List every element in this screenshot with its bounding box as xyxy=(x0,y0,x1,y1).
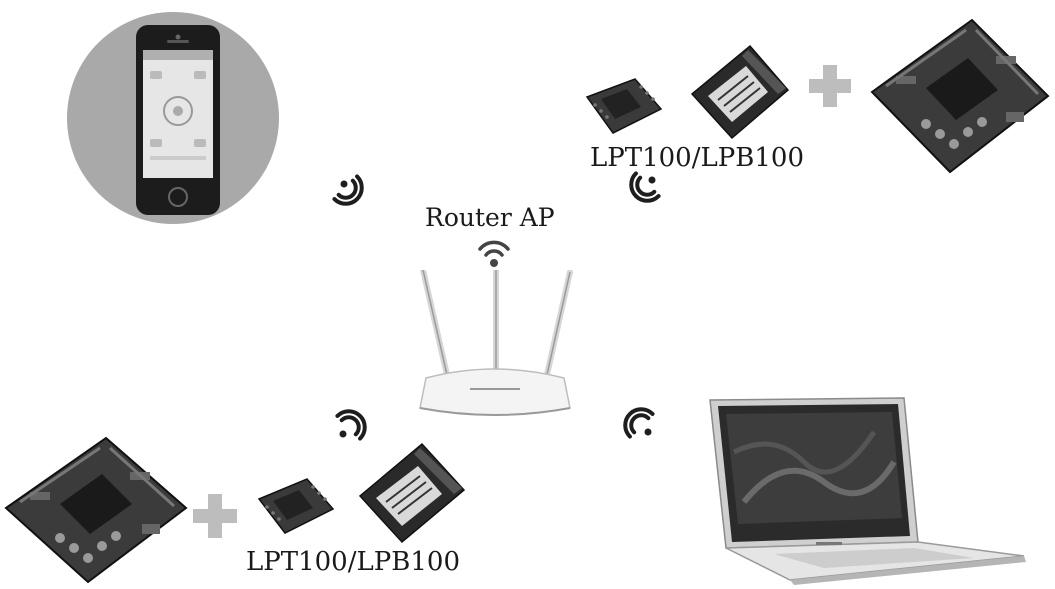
plus-icon xyxy=(193,494,237,538)
router-label: Router AP xyxy=(425,203,555,232)
plus-icon xyxy=(809,65,851,107)
wifi-signal-icon xyxy=(335,409,367,441)
wifi-module-lpt100-icon xyxy=(585,78,663,134)
wifi-signal-icon xyxy=(629,171,661,203)
wifi-signal-icon xyxy=(332,174,364,206)
module-label-bottom: LPT100/LPB100 xyxy=(246,547,460,577)
wifi-module-lpt100-icon xyxy=(257,478,335,534)
wifi-signal-icon xyxy=(623,407,655,439)
module-label-top: LPT100/LPB100 xyxy=(590,143,804,173)
dev-board-icon xyxy=(870,18,1050,174)
wifi-module-lpb100-icon xyxy=(358,442,466,544)
smartphone-icon xyxy=(67,12,279,224)
wifi-router-icon xyxy=(419,270,573,416)
dev-board-icon xyxy=(4,436,188,584)
wifi-signal-icon xyxy=(478,240,510,267)
wifi-module-lpb100-icon xyxy=(690,44,790,140)
laptop-icon xyxy=(709,397,1026,585)
